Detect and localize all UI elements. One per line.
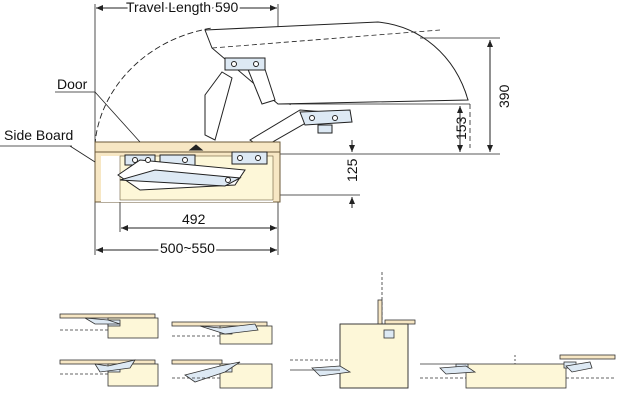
installation-variant-6 (420, 354, 616, 389)
installation-variant-2 (171, 321, 273, 345)
width-492-label: 492 (182, 211, 206, 227)
door-leader (94, 91, 141, 143)
door-label: Door (57, 76, 88, 92)
side-board-leader (69, 145, 96, 163)
installation-variant-1 (59, 313, 159, 339)
door-swing-arc-left (94, 27, 213, 146)
side-board-label: Side Board (4, 127, 73, 143)
installation-variant-5 (290, 272, 416, 389)
height-153-label: 153 (453, 116, 469, 140)
door-closed (94, 141, 281, 153)
installation-variant-3 (59, 359, 159, 387)
width-500-550-label: 500~550 (160, 240, 215, 256)
travel-length-label: Travel Length 590 (126, 0, 239, 15)
door-open-position (204, 21, 469, 105)
height-390-label: 390 (496, 84, 512, 108)
lift-mechanism-closed (117, 144, 268, 191)
installation-variant-4 (171, 359, 273, 389)
lift-arm-upper (204, 57, 353, 149)
main-diagram (0, 4, 500, 255)
height-125-label: 125 (344, 158, 360, 182)
